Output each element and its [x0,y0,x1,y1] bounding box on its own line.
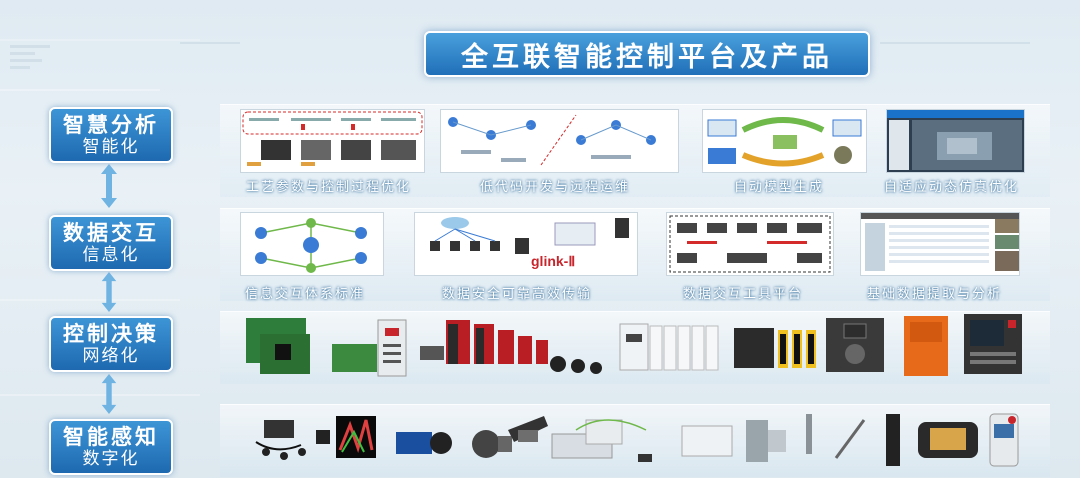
level-label: 控制决策 [63,322,159,346]
caption-simulation: 自适应动态仿真优化 [884,180,1020,195]
thumb-data-analysis [860,212,1020,276]
thumb-exchange-tool [666,212,834,276]
product-plc-modules [619,323,719,371]
level-sublabel: 智能化 [82,137,140,157]
caption-info-standard: 信息交互体系标准 [245,287,366,302]
product-servo-drives [420,320,602,374]
caption-process-optimization: 工艺参数与控制过程优化 [246,180,412,195]
caption-auto-model: 自动模型生成 [734,180,825,195]
product-io-terminals [734,328,816,368]
product-sensors [255,413,1019,467]
level-label: 智能感知 [63,425,159,449]
level-sublabel: 信息化 [82,245,140,265]
double-arrow-icon [101,272,117,312]
caption-data-analysis: 基础数据提取与分析 [867,287,1003,302]
level-data-exchange: 数据交互 信息化 [49,215,173,271]
thumb-auto-model [702,109,867,173]
product-cnc-panel [964,314,1022,374]
level-control-decision: 控制决策 网络化 [49,316,173,372]
double-arrow-icon [101,374,117,414]
product-control-boards [246,318,407,377]
page-title: 全互联智能控制平台及产品 [424,31,870,77]
caption-exchange-tool: 数据交互工具平台 [683,287,804,302]
level-label: 数据交互 [63,221,159,245]
product-drive-unit [826,318,884,372]
thumb-process-optimization [240,109,425,173]
thumb-info-standard [240,212,384,276]
level-label: 智慧分析 [63,113,159,137]
caption-low-code: 低代码开发与远程运维 [480,180,631,195]
double-arrow-icon [101,164,117,208]
glink-logo: glink-Ⅱ [531,253,576,269]
product-control-cabinet [904,316,948,376]
level-sublabel: 网络化 [82,346,140,366]
thumb-low-code [440,109,679,173]
level-sublabel: 数字化 [82,449,140,469]
thumb-simulation [886,109,1025,173]
level-smart-sensing: 智能感知 数字化 [49,419,173,475]
level-smart-analysis: 智慧分析 智能化 [49,107,173,163]
caption-secure-transfer: 数据安全可靠高效传输 [442,287,593,302]
thumb-secure-transfer: glink-Ⅱ [414,212,638,276]
